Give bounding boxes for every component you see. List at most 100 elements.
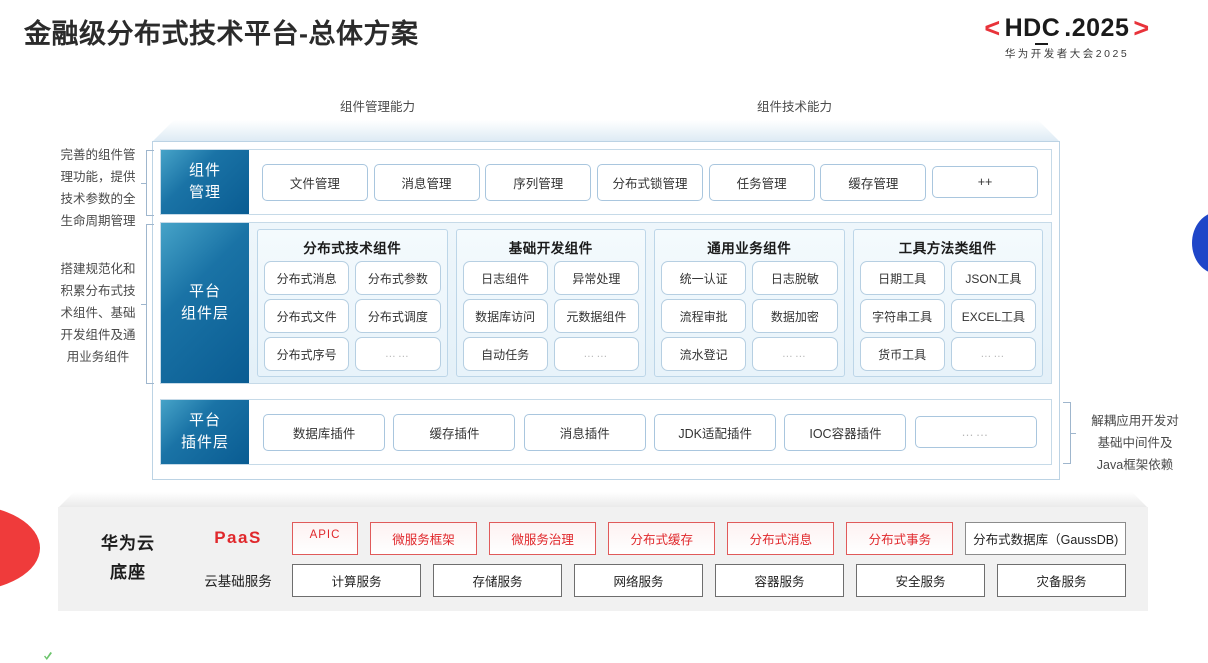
chip-item[interactable]: 缓存管理 bbox=[820, 163, 927, 201]
paas-pill-gaussdb[interactable]: 分布式数据库（GaussDB) bbox=[965, 521, 1126, 555]
logo-hdc-text: HDC bbox=[1004, 14, 1061, 42]
layer-body-component-management: 文件管理 消息管理 序列管理 分布式锁管理 任务管理 缓存管理 ++ bbox=[249, 150, 1051, 214]
logo-underline bbox=[1034, 43, 1048, 45]
component-cell[interactable]: 分布式消息 bbox=[264, 261, 350, 295]
component-cell[interactable]: EXCEL工具 bbox=[950, 299, 1036, 333]
brace-left-top bbox=[141, 150, 154, 216]
base-inner: 华为云 底座 PaaS APIC 微服务框架 微服务治理 分布式缓存 分布式消息… bbox=[58, 507, 1148, 611]
layer-tab-line: 管理 bbox=[188, 184, 221, 201]
base-title: 华为云 底座 bbox=[72, 530, 184, 588]
chip-item[interactable]: 任务管理 bbox=[708, 163, 815, 201]
annotation-left-bottom: 搭建规范化和 积累分布式技 术组件、基础 开发组件及通 用业务组件 bbox=[38, 259, 158, 368]
component-group: 通用业务组件 统一认证 日志脱敏 流程审批 数据加密 流水登记 …… bbox=[654, 229, 845, 377]
base-title-line: 底座 bbox=[110, 563, 146, 582]
plugin-item[interactable]: JDK适配插件 bbox=[654, 413, 777, 451]
hdc-logo: < HDC .2025 > 华为开发者大会2025 bbox=[942, 14, 1192, 61]
plugin-item[interactable]: 数据库插件 bbox=[263, 413, 386, 451]
paas-pill[interactable]: 微服务框架 bbox=[370, 521, 478, 555]
component-group-grid: 日志组件 异常处理 数据库访问 元数据组件 自动任务 …… bbox=[462, 261, 639, 371]
layer-tab-line: 插件层 bbox=[180, 434, 229, 451]
cloud-service-pill[interactable]: 计算服务 bbox=[292, 563, 421, 597]
paas-pill[interactable]: 分布式缓存 bbox=[608, 521, 716, 555]
brace-nub bbox=[141, 183, 147, 184]
component-cell[interactable]: 流水登记 bbox=[661, 337, 747, 371]
component-cell[interactable]: 字符串工具 bbox=[859, 299, 945, 333]
cloud-service-pill[interactable]: 网络服务 bbox=[574, 563, 703, 597]
component-cell[interactable]: 统一认证 bbox=[661, 261, 747, 295]
cloud-service-pill[interactable]: 存储服务 bbox=[433, 563, 562, 597]
chip-item-more[interactable]: ++ bbox=[932, 166, 1039, 198]
layer-tab-line: 组件 bbox=[188, 162, 221, 180]
component-cell[interactable]: 日志脱敏 bbox=[752, 261, 838, 295]
plugin-item[interactable]: 缓存插件 bbox=[393, 413, 516, 451]
paas-pill[interactable]: 微服务治理 bbox=[489, 521, 597, 555]
page-title: 金融级分布式技术平台-总体方案 bbox=[24, 19, 419, 49]
chip-item[interactable]: 消息管理 bbox=[373, 163, 480, 201]
component-cell[interactable]: 元数据组件 bbox=[553, 299, 639, 333]
component-group-title: 工具方法类组件 bbox=[898, 241, 997, 256]
annotation-line: 理功能，提供 bbox=[60, 169, 136, 184]
brace-nub bbox=[141, 304, 147, 305]
component-cell[interactable]: 流程审批 bbox=[661, 299, 747, 333]
annotation-line: 用业务组件 bbox=[66, 349, 130, 364]
component-cell[interactable]: 日志组件 bbox=[462, 261, 548, 295]
arrow-label-management: 组件管理能力 bbox=[340, 100, 416, 114]
component-group-grid: 分布式消息 分布式参数 分布式文件 分布式调度 分布式序号 …… bbox=[264, 261, 441, 371]
logo-hdc-word: HDC bbox=[1004, 14, 1061, 45]
huawei-cloud-base-panel: 华为云 底座 PaaS APIC 微服务框架 微服务治理 分布式缓存 分布式消息… bbox=[58, 507, 1148, 611]
component-cell[interactable]: JSON工具 bbox=[950, 261, 1036, 295]
layer-component-management: 组件 管理 文件管理 消息管理 序列管理 分布式锁管理 任务管理 缓存管理 ++ bbox=[160, 149, 1052, 215]
component-cell[interactable]: 异常处理 bbox=[553, 261, 639, 295]
plugin-item-more[interactable]: …… bbox=[914, 416, 1037, 448]
cloud-service-pill[interactable]: 灾备服务 bbox=[997, 563, 1126, 597]
paas-pill[interactable]: 分布式消息 bbox=[727, 521, 835, 555]
cloud-service-pill[interactable]: 安全服务 bbox=[856, 563, 985, 597]
component-cell[interactable]: 日期工具 bbox=[859, 261, 945, 295]
layer-tab-component-management: 组件 管理 bbox=[161, 150, 249, 214]
cloud-service-pill[interactable]: 容器服务 bbox=[715, 563, 844, 597]
annotation-line: 术组件、基础 bbox=[60, 305, 136, 320]
component-cell-more[interactable]: …… bbox=[355, 337, 441, 371]
brace-nub bbox=[1070, 433, 1076, 434]
annotation-line: 完善的组件管 bbox=[60, 148, 136, 162]
component-cell[interactable]: 数据库访问 bbox=[462, 299, 548, 333]
annotation-line: 积累分布式技 bbox=[60, 283, 136, 298]
chip-item[interactable]: 分布式锁管理 bbox=[596, 163, 703, 201]
base-top-bevel bbox=[58, 492, 1148, 508]
plugin-item[interactable]: IOC容器插件 bbox=[784, 413, 907, 451]
paas-pill-apic[interactable]: APIC bbox=[292, 521, 358, 555]
layer-tab-line: 组件层 bbox=[180, 305, 229, 322]
chip-item[interactable]: 文件管理 bbox=[261, 163, 368, 201]
component-cell[interactable]: 数据加密 bbox=[752, 299, 838, 333]
component-cell[interactable]: 自动任务 bbox=[462, 337, 548, 371]
component-cell[interactable]: 分布式序号 bbox=[264, 337, 350, 371]
annotation-line: 搭建规范化和 bbox=[60, 262, 136, 276]
component-cell-more[interactable]: …… bbox=[752, 337, 838, 371]
component-cell[interactable]: 分布式参数 bbox=[355, 261, 441, 295]
paas-items: APIC 微服务框架 微服务治理 分布式缓存 分布式消息 分布式事务 分布式数据… bbox=[292, 521, 1126, 555]
base-title-line: 华为云 bbox=[101, 534, 155, 554]
component-cell[interactable]: 分布式文件 bbox=[264, 299, 350, 333]
component-group-title: 通用业务组件 bbox=[707, 241, 792, 256]
component-group-grid: 统一认证 日志脱敏 流程审批 数据加密 流水登记 …… bbox=[661, 261, 838, 371]
logo-right-bracket-icon: > bbox=[1133, 13, 1150, 43]
blue-lens-decoration bbox=[1192, 212, 1208, 274]
component-cell[interactable]: 货币工具 bbox=[859, 337, 945, 371]
logo-year-text: .2025 bbox=[1064, 14, 1130, 42]
brace-right bbox=[1063, 402, 1076, 464]
layer-platform-plugin: 平台 插件层 数据库插件 缓存插件 消息插件 JDK适配插件 IOC容器插件 …… bbox=[160, 399, 1052, 465]
annotation-line: 解耦应用开发对 bbox=[1091, 414, 1179, 428]
red-wedge-decoration bbox=[0, 505, 40, 591]
component-cell-more[interactable]: …… bbox=[950, 337, 1036, 371]
annotation-right: 解耦应用开发对 基础中间件及 Java框架依赖 bbox=[1072, 411, 1198, 477]
chip-item[interactable]: 序列管理 bbox=[485, 163, 592, 201]
component-cell[interactable]: 分布式调度 bbox=[355, 299, 441, 333]
component-group-title: 分布式技术组件 bbox=[303, 241, 402, 256]
plugin-item[interactable]: 消息插件 bbox=[523, 413, 646, 451]
layer-tab-platform-component: 平台 组件层 bbox=[161, 223, 249, 383]
cloud-services-label: 云基础服务 bbox=[204, 574, 272, 589]
component-cell-more[interactable]: …… bbox=[553, 337, 639, 371]
paas-pill[interactable]: 分布式事务 bbox=[846, 521, 954, 555]
layer-platform-component: 平台 组件层 分布式技术组件 分布式消息 分布式参数 分布式文件 分布式调度 分… bbox=[160, 222, 1052, 384]
annotation-line: 基础中间件及 bbox=[1097, 435, 1173, 450]
